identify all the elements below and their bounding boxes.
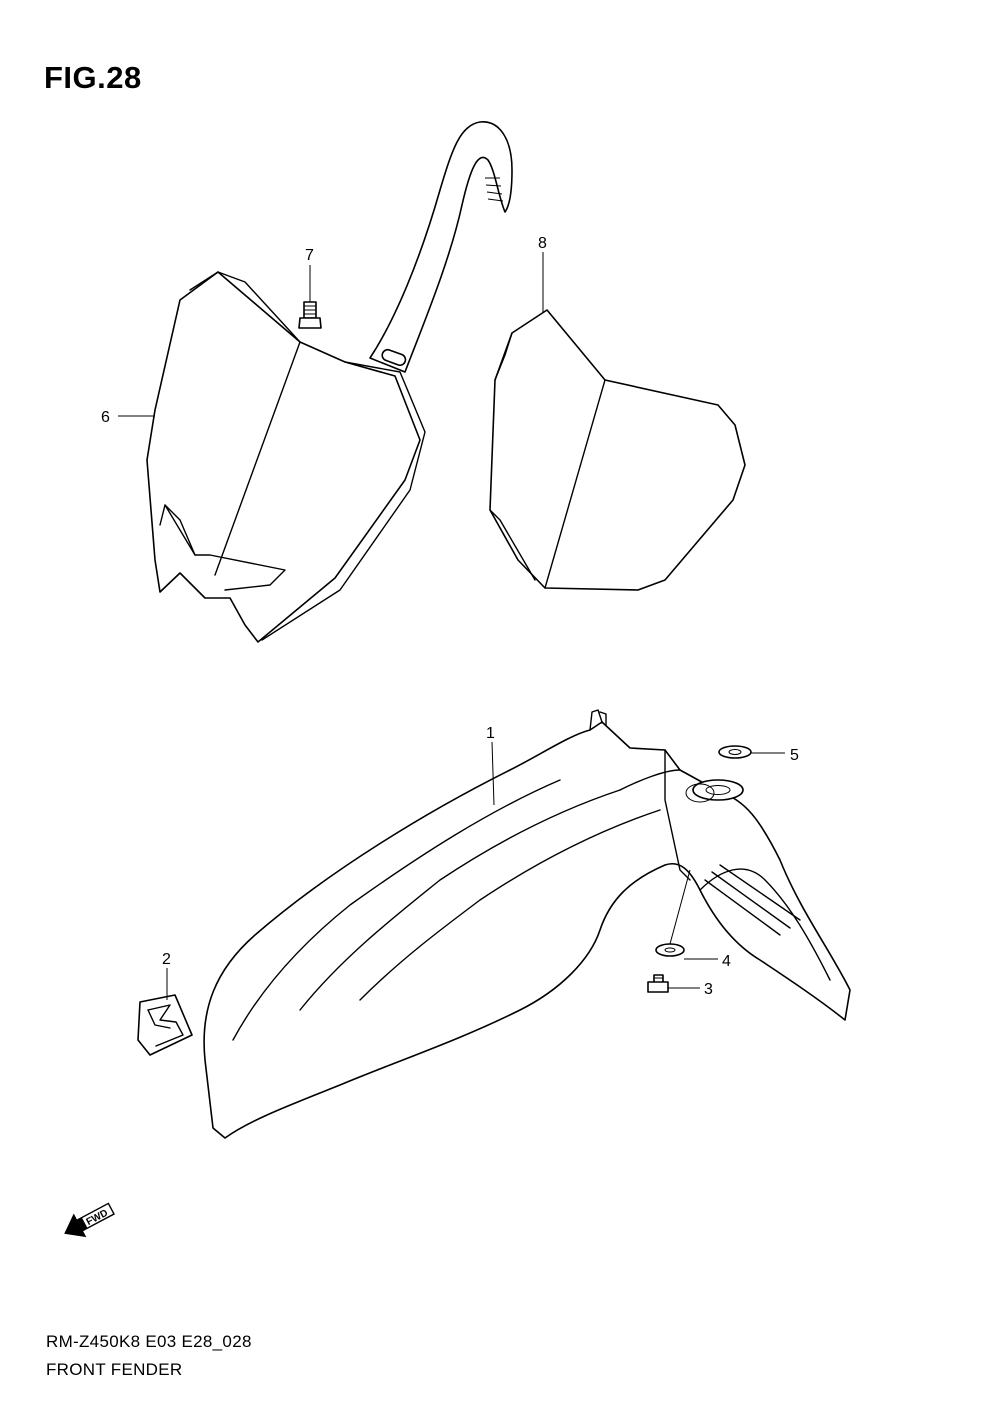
front-fender-part — [203, 709, 851, 1139]
cushion-washer-part — [718, 745, 752, 759]
callouts: 1 2 3 4 5 6 7 8 — [101, 235, 799, 1000]
screw-part — [298, 301, 322, 329]
bolt-part — [647, 974, 669, 993]
callout-2: 2 — [162, 951, 171, 968]
fwd-label: FWD — [85, 1208, 110, 1228]
section-name: FRONT FENDER — [46, 1360, 183, 1379]
callout-8: 8 — [538, 235, 547, 252]
callout-7: 7 — [305, 247, 314, 264]
callout-3: 3 — [704, 981, 713, 998]
model-code: RM-Z450K8 E03 E28_028 — [46, 1332, 252, 1351]
fwd-arrow-icon: FWD — [64, 1202, 115, 1238]
number-plate-sticker-part — [489, 309, 746, 591]
callout-1: 1 — [486, 725, 495, 742]
washer-part — [655, 943, 685, 957]
figure-title: FIG.28 — [44, 60, 142, 95]
callout-4: 4 — [722, 953, 731, 970]
callout-6: 6 — [101, 409, 110, 426]
number-plate-part — [146, 121, 513, 643]
callout-5: 5 — [790, 747, 799, 764]
emblem-decal-part — [137, 994, 193, 1056]
